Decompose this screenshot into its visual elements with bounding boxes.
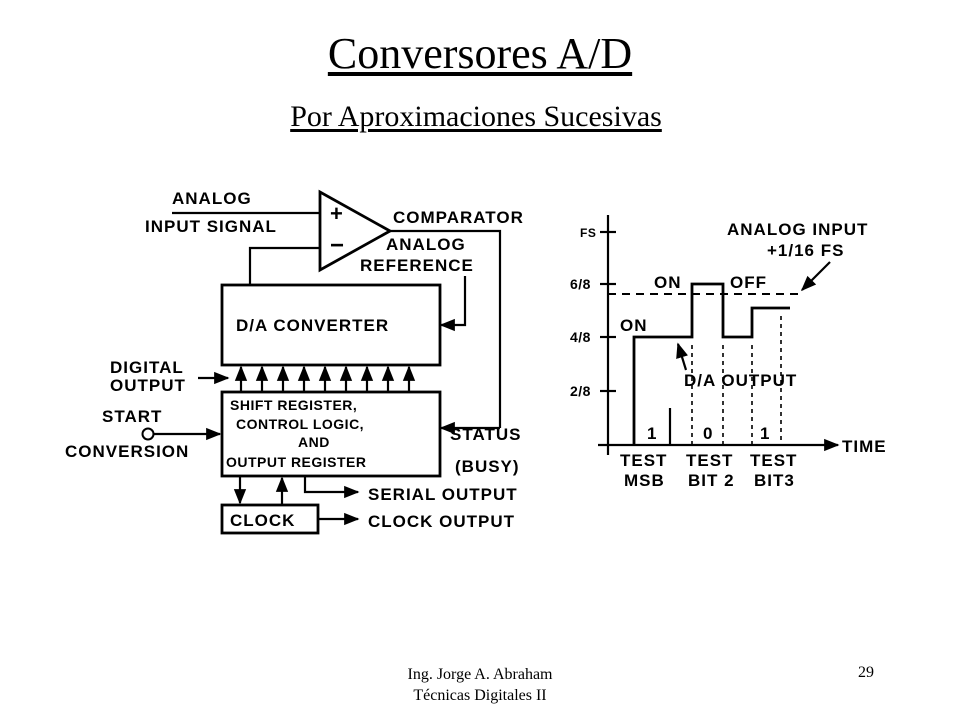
y-tick-fs: FS: [580, 226, 596, 240]
sar-label-1: SHIFT REGISTER,: [230, 397, 357, 413]
da-output-pointer: [676, 342, 688, 371]
da-output-waveform: [632, 282, 790, 445]
dac-box: [220, 283, 442, 367]
test-msb-label-2: MSB: [624, 471, 665, 490]
input-signal-label: INPUT SIGNAL: [145, 217, 277, 236]
da-output-label: D/A OUTPUT: [684, 371, 797, 390]
dac-label: D/A CONVERTER: [236, 316, 389, 335]
clock-label: CLOCK: [230, 511, 295, 530]
y-tick-4-8: 4/8: [570, 329, 591, 345]
bit-value-msb: 1: [647, 424, 657, 443]
start-terminal: [141, 427, 155, 441]
slide-title: Conversores A/D: [327, 29, 633, 78]
conversion-label: CONVERSION: [65, 442, 189, 461]
footer-course: Técnicas Digitales II: [413, 687, 547, 704]
busy-label: (BUSY): [455, 457, 520, 476]
comparator-output-line: [390, 229, 502, 428]
start-label: START: [102, 407, 162, 426]
footer-credits: Ing. Jorge A. Abraham Técnicas Digitales…: [340, 664, 620, 706]
analog-reference-label-1: ANALOG: [386, 235, 466, 254]
slide-subtitle: Por Aproximaciones Sucesivas: [290, 100, 662, 133]
sar-label-4: OUTPUT REGISTER: [226, 454, 367, 470]
analog-label: ANALOG: [172, 189, 252, 208]
test-bit2-label-2: BIT 2: [688, 471, 735, 490]
y-tick-6-8: 6/8: [570, 276, 591, 292]
data-bus-arrows: [234, 365, 416, 392]
sar-box: [220, 390, 442, 478]
analog-reference-arrow: [439, 276, 467, 332]
dac-feedback-line: [248, 246, 320, 285]
timing-diagram: FS 6/8 4/8 2/8 TIME ANALOG INPUT +1/16 F…: [570, 215, 887, 490]
footer-author: Ing. Jorge A. Abraham: [407, 666, 553, 683]
analog-input-label-2: +1/16 FS: [767, 241, 844, 260]
off-label: OFF: [730, 273, 767, 292]
comparator-minus: −: [330, 232, 344, 259]
time-label: TIME: [842, 437, 887, 456]
analog-input-pointer: [800, 261, 831, 292]
bit-value-bit3: 1: [760, 424, 770, 443]
comparator-label: COMPARATOR: [393, 208, 524, 227]
block-diagram: ANALOG INPUT SIGNAL + − COMPARATOR ANALO…: [65, 189, 524, 535]
comparator-plus: +: [330, 201, 343, 226]
test-bit3-label-2: BIT3: [754, 471, 795, 490]
y-tick-2-8: 2/8: [570, 383, 591, 399]
serial-output-arrow: [303, 476, 360, 499]
analog-reference-label-2: REFERENCE: [360, 256, 474, 275]
test-msb-label-1: TEST: [620, 451, 667, 470]
bit-value-bit2: 0: [703, 424, 713, 443]
status-label: STATUS: [450, 425, 521, 444]
digital-output-label-2: OUTPUT: [110, 376, 186, 395]
on-label-top: ON: [654, 273, 682, 292]
sar-label-3: AND: [298, 434, 330, 450]
on-label-left: ON: [620, 316, 648, 335]
analog-input-label-1: ANALOG INPUT: [727, 220, 868, 239]
clock-output-label: CLOCK OUTPUT: [368, 512, 515, 531]
comparator-triangle: [318, 189, 393, 273]
test-bit3-label-1: TEST: [750, 451, 797, 470]
page-number: 29: [858, 664, 874, 681]
serial-output-label: SERIAL OUTPUT: [368, 485, 518, 504]
sar-label-2: CONTROL LOGIC,: [236, 416, 364, 432]
digital-output-label-1: DIGITAL: [110, 358, 184, 377]
test-bit2-label-1: TEST: [686, 451, 733, 470]
